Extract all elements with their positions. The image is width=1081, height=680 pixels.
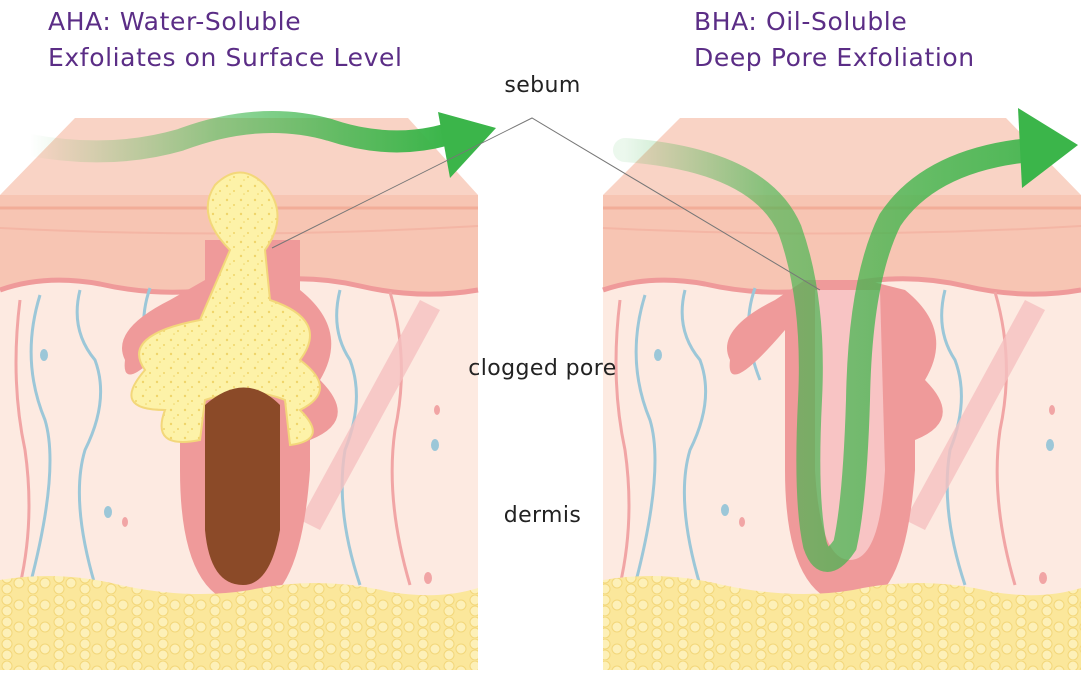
sebum-plug bbox=[130, 171, 321, 447]
fat-layer bbox=[603, 576, 1081, 670]
epidermis-layer bbox=[603, 195, 1081, 295]
bha-title-line1: BHA: Oil-Soluble bbox=[694, 7, 908, 36]
bha-skin-block bbox=[602, 118, 1081, 670]
bha-title-line2: Deep Pore Exfoliation bbox=[694, 43, 975, 72]
bha-title: BHA: Oil-Soluble Deep Pore Exfoliation bbox=[694, 4, 975, 76]
aha-title: AHA: Water-Soluble Exfoliates on Surface… bbox=[48, 4, 403, 76]
fat-layer bbox=[0, 576, 478, 670]
deep-pore-flow-arrow-icon bbox=[613, 108, 1078, 572]
sebum-label: sebum bbox=[504, 73, 581, 98]
callout-lines bbox=[271, 117, 821, 291]
dermis-label: dermis bbox=[503, 503, 582, 528]
surface-flow-arrow-icon bbox=[19, 111, 496, 178]
aha-title-line2: Exfoliates on Surface Level bbox=[48, 43, 403, 72]
clogged-pore-label: clogged pore bbox=[468, 356, 617, 381]
hair-shaft bbox=[205, 387, 280, 585]
aha-skin-block bbox=[0, 118, 479, 670]
aha-title-line1: AHA: Water-Soluble bbox=[48, 7, 302, 36]
